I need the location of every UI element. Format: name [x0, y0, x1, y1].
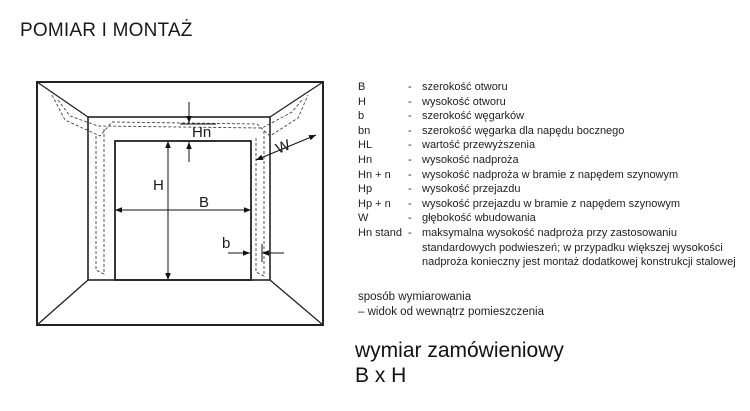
legend-symbol: W — [358, 212, 369, 225]
legend-description: szerokość węgarków — [422, 110, 525, 123]
legend-row: H -wysokość otworu — [358, 95, 743, 110]
perspective-line — [36, 81, 89, 118]
legend-description: szerokość węgarka dla napędu bocznego — [422, 124, 625, 137]
order-dimension-title: wymiar zamówieniowy — [355, 339, 564, 362]
legend-description: szerokość otworu — [422, 81, 508, 93]
legend-description: wartość przewyższenia — [422, 139, 536, 152]
legend-row: b -szerokość węgarków — [358, 109, 743, 124]
legend-description: wysokość otworu — [422, 95, 506, 108]
measurement-method-note: sposób wymiarowania – widok od wewnątrz … — [358, 290, 544, 320]
legend-dash: - — [408, 81, 412, 93]
legend-symbol: HL — [358, 139, 373, 152]
legend-symbol: b — [358, 110, 365, 123]
legend-symbol: Hn stand — [358, 226, 403, 239]
ceiling-track-outline — [51, 94, 309, 137]
legend-description: głębokość wbudowania — [422, 212, 536, 225]
legend-dash: - — [408, 139, 412, 152]
legend-description: maksymalna wysokość nadproża przy zastos… — [422, 226, 736, 269]
legend-symbol: Hn — [358, 153, 373, 166]
perspective-line — [269, 81, 324, 118]
legend-row: Hp + n -wysokość przejazdu w bramie z nap… — [358, 197, 743, 212]
legend-symbol: bn — [358, 124, 371, 137]
legend: B-szerokość otworu H-wysokość otworu b-s… — [358, 80, 743, 270]
legend-description: wysokość przejazdu — [422, 183, 521, 196]
b-width-label: B — [199, 194, 209, 211]
legend-dash: - — [408, 212, 412, 225]
legend-symbol: Hn + n — [358, 168, 391, 181]
side-track-right — [255, 130, 265, 277]
order-dimension: wymiar zamówieniowy B x H — [355, 338, 564, 388]
legend-row: bn -szerokość węgarka dla napędu bocznego — [358, 124, 743, 139]
w-label: W — [273, 136, 293, 157]
legend-row: W -głębokość wbudowania — [358, 211, 743, 226]
method-line: – widok od wewnątrz pomieszczenia — [358, 306, 545, 318]
page-title: POMIAR I MONTAŻ — [20, 20, 193, 41]
legend-dash: - — [408, 183, 412, 196]
legend-row: HL -wartość przewyższenia — [358, 138, 743, 153]
order-dimension-formula: B x H — [355, 364, 407, 387]
legend-row: Hp -wysokość przejazdu — [358, 182, 743, 197]
side-track-left — [95, 128, 105, 275]
legend-dash: - — [408, 197, 412, 210]
legend-dash: - — [408, 168, 412, 181]
perspective-line — [269, 279, 324, 326]
legend-row: B -szerokość otworu — [358, 80, 743, 95]
legend-dash: - — [408, 124, 412, 137]
room-outer-frame — [36, 81, 324, 326]
legend-symbol: Hp + n — [358, 197, 391, 210]
perspective-line — [36, 279, 89, 326]
legend-symbol: H — [358, 95, 366, 108]
legend-row: Hn stand-maksymalna wysokość nadproża pr… — [358, 226, 743, 270]
legend-symbol: B — [358, 81, 366, 93]
ceiling-track-outline — [57, 99, 303, 129]
legend-dash: - — [408, 95, 412, 108]
legend-description: wysokość nadproża — [422, 153, 519, 166]
legend-description: wysokość przejazdu w bramie z napędem sz… — [422, 197, 680, 210]
legend-row: Hn + n -wysokość nadproża w bramie z napę… — [358, 168, 743, 183]
h-label: H — [153, 177, 164, 194]
legend-dash: - — [408, 226, 412, 239]
legend-symbol: Hp — [358, 183, 373, 196]
w-dimension-line — [255, 134, 317, 161]
legend-row: Hn -wysokość nadproża — [358, 153, 743, 168]
method-line: sposób wymiarowania — [358, 291, 472, 303]
legend-description: wysokość nadproża w bramie z napędem szy… — [422, 168, 679, 181]
legend-dash: - — [408, 153, 412, 166]
legend-dash: - — [408, 110, 412, 123]
b-small-label: b — [222, 235, 230, 252]
hn-label: Hn — [192, 124, 211, 141]
